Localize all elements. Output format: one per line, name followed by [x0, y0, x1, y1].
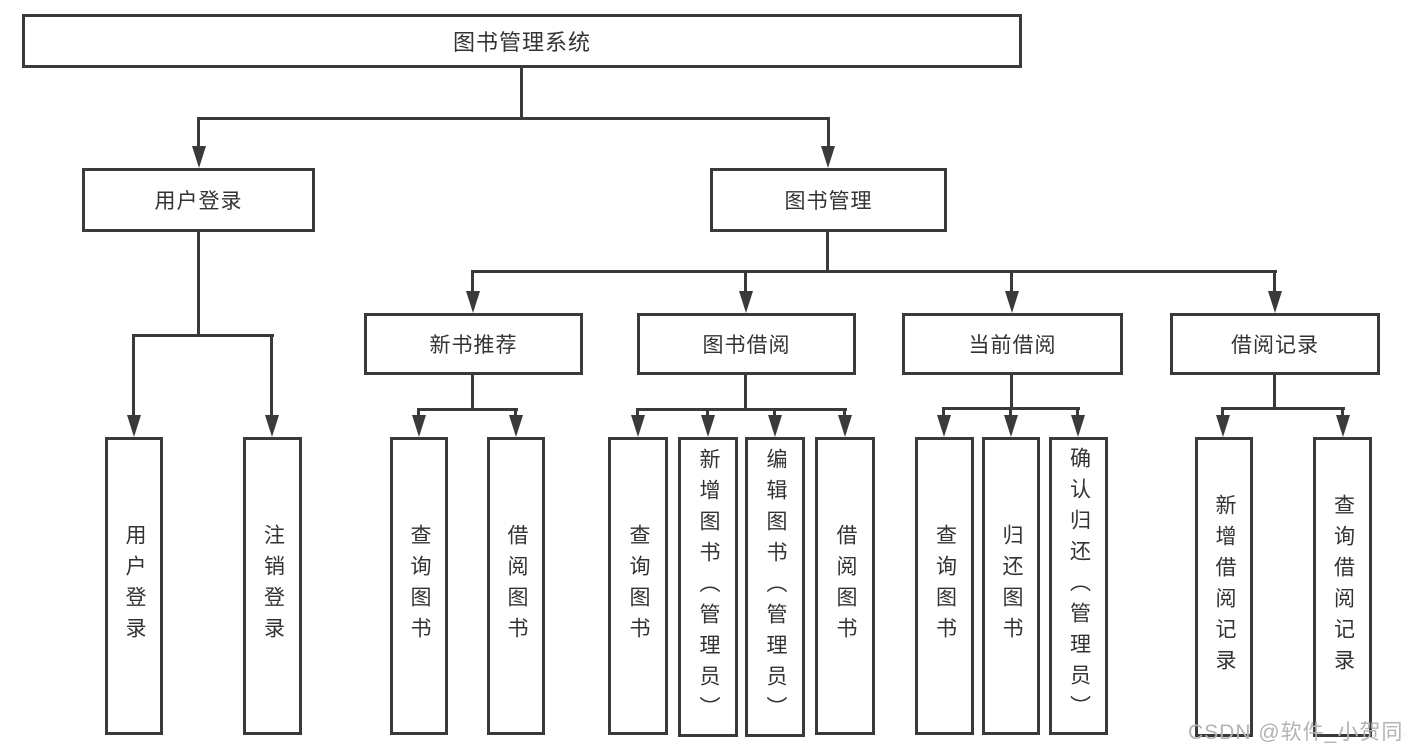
connector-line — [843, 408, 846, 418]
connector-line — [826, 232, 829, 272]
connector-line — [197, 117, 200, 148]
connector-line — [132, 334, 135, 417]
connector-arrowhead — [821, 146, 835, 168]
connector-line — [1221, 407, 1345, 410]
connector-line — [1076, 407, 1079, 418]
connector-arrowhead — [937, 415, 951, 437]
connector-arrowhead — [1005, 291, 1019, 313]
connector-line — [197, 117, 829, 120]
connector-line — [1009, 407, 1012, 418]
connector-line — [942, 407, 945, 418]
leaf-return-books: 归还图书 — [982, 437, 1040, 735]
connector-arrowhead — [412, 415, 426, 437]
leaf-query-borrow-record: 查询借阅记录 — [1313, 437, 1372, 737]
connector-arrowhead — [509, 415, 523, 437]
leaf-borrow-books-2-label: 借阅图书 — [834, 524, 857, 648]
leaf-confirm-return-admin-label: 确认归还（管理员） — [1067, 446, 1091, 726]
connector-line — [1010, 270, 1013, 293]
node-user-login-label: 用户登录 — [154, 190, 243, 213]
connector-arrowhead — [631, 415, 645, 437]
connector-line — [1273, 270, 1276, 293]
node-library-management-system: 图书管理系统 — [22, 14, 1022, 68]
node-user-login: 用户登录 — [82, 168, 315, 232]
leaf-confirm-return-admin: 确认归还（管理员） — [1049, 437, 1108, 735]
connector-arrowhead — [1268, 291, 1282, 313]
connector-line — [471, 270, 1277, 273]
connector-arrowhead — [701, 415, 715, 437]
leaf-user-login-label: 用户登录 — [123, 524, 146, 648]
connector-line — [827, 117, 830, 148]
node-library-management-system-label: 图书管理系统 — [452, 30, 591, 55]
connector-line — [744, 270, 747, 293]
leaf-query-books-3: 查询图书 — [915, 437, 974, 735]
leaf-query-books-1: 查询图书 — [390, 437, 448, 735]
connector-arrowhead — [127, 415, 141, 437]
leaf-edit-books-admin-label: 编辑图书（管理员） — [764, 447, 787, 727]
connector-line — [471, 375, 474, 410]
connector-line — [1273, 374, 1276, 409]
connector-arrowhead — [768, 415, 782, 437]
connector-arrowhead — [1004, 415, 1018, 437]
leaf-add-borrow-record: 新增借阅记录 — [1195, 437, 1253, 737]
connector-arrowhead — [739, 291, 753, 313]
leaf-add-borrow-record-label: 新增借阅记录 — [1213, 494, 1236, 680]
node-current-borrowing-label: 当前借阅 — [968, 334, 1057, 357]
leaf-query-books-3-label: 查询图书 — [933, 524, 957, 648]
node-book-management-label: 图书管理 — [784, 190, 873, 213]
leaf-edit-books-admin: 编辑图书（管理员） — [745, 437, 805, 737]
connector-line — [636, 408, 639, 418]
connector-arrowhead — [1336, 415, 1350, 437]
leaf-borrow-books-1: 借阅图书 — [487, 437, 545, 735]
connector-line — [514, 408, 517, 418]
connector-arrowhead — [1071, 415, 1085, 437]
connector-arrowhead — [838, 415, 852, 437]
leaf-return-books-label: 归还图书 — [1000, 524, 1023, 648]
node-book-management: 图书管理 — [710, 168, 947, 232]
leaf-user-login: 用户登录 — [105, 437, 163, 735]
node-book-borrowing-label: 图书借阅 — [702, 334, 791, 357]
csdn-watermark: CSDN @软件_小贺同学 — [1188, 721, 1405, 744]
node-borrow-records: 借阅记录 — [1170, 313, 1380, 375]
connector-arrowhead — [1216, 415, 1230, 437]
node-book-borrowing: 图书借阅 — [637, 313, 856, 375]
connector-line — [773, 408, 776, 418]
connector-arrowhead — [192, 146, 206, 168]
leaf-borrow-books-2: 借阅图书 — [815, 437, 875, 735]
connector-line — [417, 408, 420, 418]
node-new-book-recommend: 新书推荐 — [364, 313, 583, 375]
connector-line — [520, 68, 523, 119]
connector-line — [1010, 374, 1013, 409]
connector-line — [417, 408, 518, 411]
connector-line — [270, 334, 273, 417]
node-new-book-recommend-label: 新书推荐 — [429, 334, 518, 357]
connector-line — [706, 408, 709, 418]
connector-line — [197, 232, 200, 336]
node-borrow-records-label: 借阅记录 — [1231, 334, 1319, 357]
leaf-query-books-2-label: 查询图书 — [627, 524, 650, 648]
connector-line — [471, 270, 474, 293]
leaf-query-books-1-label: 查询图书 — [408, 524, 431, 648]
leaf-query-borrow-record-label: 查询借阅记录 — [1331, 494, 1355, 680]
connector-line — [132, 334, 274, 337]
leaf-add-books-admin: 新增图书（管理员） — [678, 437, 738, 737]
leaf-query-books-2: 查询图书 — [608, 437, 668, 735]
connector-arrowhead — [466, 291, 480, 313]
leaf-add-books-admin-label: 新增图书（管理员） — [697, 447, 720, 727]
connector-line — [636, 408, 847, 411]
node-current-borrowing: 当前借阅 — [902, 313, 1123, 375]
leaf-logout: 注销登录 — [243, 437, 302, 735]
leaf-logout-label: 注销登录 — [261, 524, 285, 648]
connector-line — [1341, 407, 1344, 418]
leaf-borrow-books-1-label: 借阅图书 — [505, 524, 528, 648]
connector-line — [744, 375, 747, 410]
connector-arrowhead — [265, 415, 279, 437]
connector-line — [1221, 407, 1224, 418]
